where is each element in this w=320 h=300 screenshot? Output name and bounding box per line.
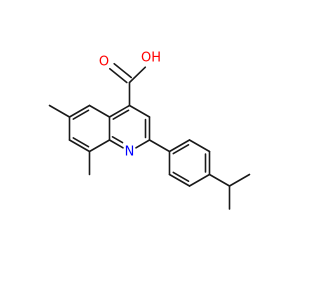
- bond-c4a-c4-inner: [112, 109, 130, 120]
- bond-layer: [48, 62, 251, 210]
- bond-n1-c8a-inner: [111, 136, 124, 144]
- bond-ar4-isopropyl: [208, 173, 231, 187]
- nitrogen-label: N: [125, 145, 135, 160]
- bond-c-oh: [128, 66, 147, 84]
- bond-c7-c8-inner: [72, 137, 90, 148]
- bond-c5-c6: [68, 104, 91, 118]
- bond-c4a-c4: [108, 104, 131, 118]
- bond-c6-methyl: [48, 104, 71, 118]
- bond-carbonyl-double-b: [113, 62, 132, 79]
- bond-ar5-ar6: [168, 173, 191, 187]
- bond-c8-c8a: [88, 139, 111, 153]
- oxygen-carbonyl-label: O: [99, 55, 109, 70]
- bond-c2-aryl: [148, 139, 171, 153]
- bond-c4a-c5: [88, 104, 111, 118]
- bond-c2-n1: [135, 139, 151, 149]
- bond-ar1-ar2: [168, 139, 191, 153]
- bond-c4-c3: [128, 104, 151, 118]
- bond-ar5-ar6-inner: [172, 171, 190, 182]
- bond-c7-c8: [68, 139, 91, 153]
- hydroxyl-label: OH: [141, 51, 161, 66]
- bond-ar4-ar5: [188, 173, 211, 187]
- bond-ar2-ar3: [188, 139, 211, 153]
- bond-n1-c8a: [108, 139, 124, 149]
- bond-c5-c6-inner: [72, 109, 90, 120]
- bond-ar1-ar2-inner: [172, 144, 190, 155]
- bond-carbonyl-double-a: [109, 67, 128, 84]
- bond-isopropyl-methyl-a: [228, 173, 251, 187]
- atom-labels: O OH N: [99, 51, 161, 160]
- molecule-structure: O OH N: [48, 51, 251, 210]
